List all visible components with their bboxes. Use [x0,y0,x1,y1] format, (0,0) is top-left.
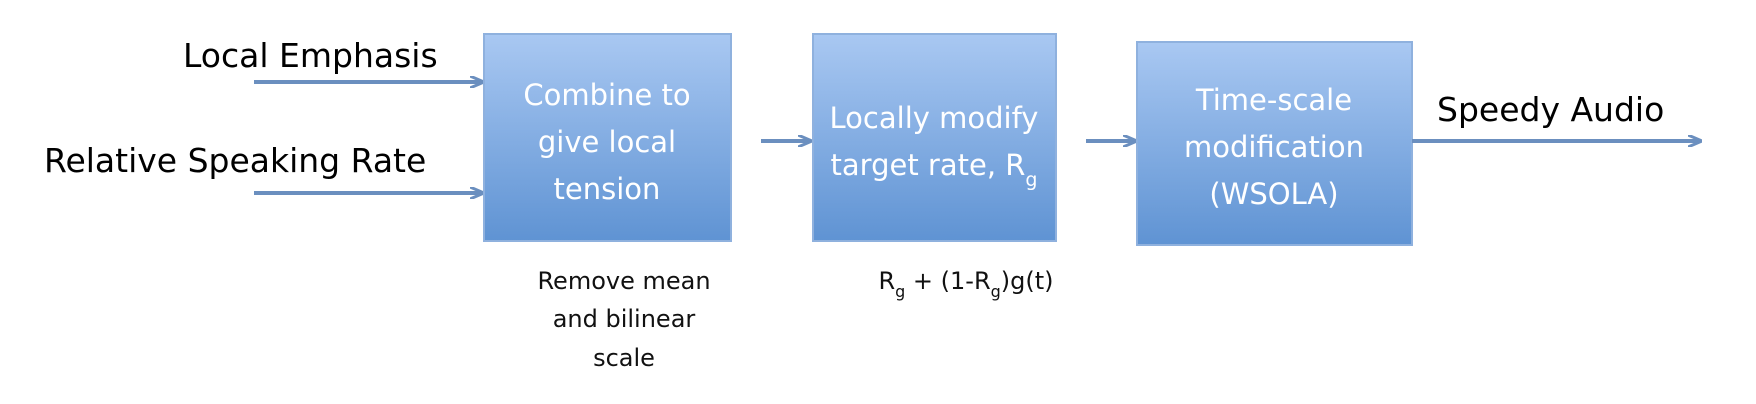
output-label-speedy-audio: Speedy Audio [1437,90,1664,129]
note-formula-r1: R [878,267,895,295]
note-formula-sub2: g [991,282,1001,301]
box-combine-line1: Combine to [523,78,690,112]
box-modify-shape [812,33,1057,242]
note-combine-line3: scale [593,344,655,372]
box-modify: Locally modify target rate, Rg [812,33,1057,242]
box-timescale-line2: modification [1184,130,1364,164]
box-modify-line2-main: target rate, R [831,148,1026,182]
box-modify-line2-subscript: g [1025,169,1037,191]
note-modify-formula: Rg + (1-Rg)g(t) [878,267,1053,301]
box-timescale-line3: (WSOLA) [1209,177,1338,211]
note-formula-end: )g(t) [1001,267,1054,295]
box-combine: Combine to give local tension [483,33,732,242]
note-formula-mid: + (1-R [905,267,990,295]
box-timescale: Time-scale modification (WSOLA) [1136,41,1413,246]
input-label-relative-speaking-rate: Relative Speaking Rate [44,141,426,180]
box-timescale-line1: Time-scale [1195,83,1352,117]
box-modify-line1: Locally modify [830,101,1039,135]
box-combine-line3: tension [554,172,661,206]
box-combine-line2: give local [538,125,676,159]
note-formula-sub1: g [895,282,905,301]
note-combine-line1: Remove mean [537,267,710,295]
box-combine-shape [483,33,732,242]
note-combine-line2: and bilinear [553,305,696,333]
box-modify-line2: target rate, Rg [831,148,1038,191]
box-timescale-shape [1136,41,1413,246]
input-label-local-emphasis: Local Emphasis [183,36,438,75]
